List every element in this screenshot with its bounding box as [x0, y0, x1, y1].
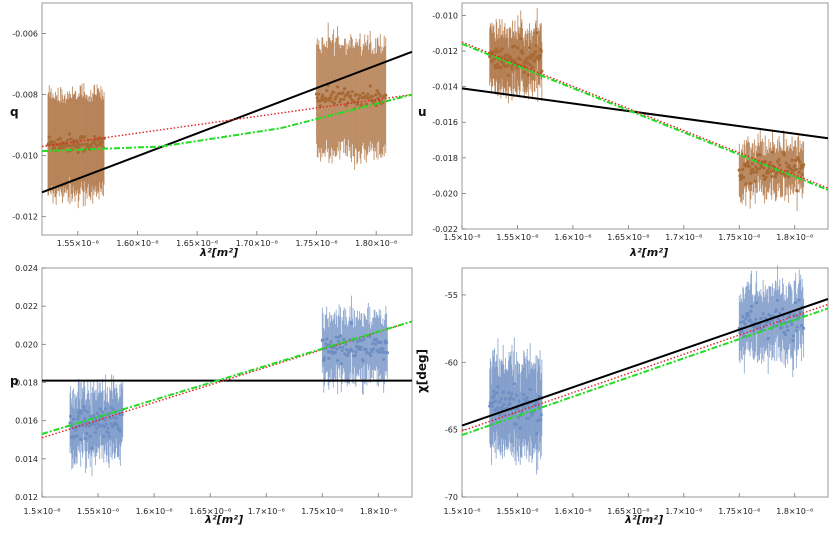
y-axis-label-chi: χ[deg] [415, 349, 429, 393]
red-fit-line [41, 320, 413, 439]
y-tick-label: -60 [445, 358, 458, 367]
x-tick-label: 1.5×10⁻⁶ [443, 233, 480, 242]
green-fit-line [461, 307, 829, 436]
x-axis-label-u: λ²[m²] [629, 246, 668, 259]
data-point [539, 413, 543, 417]
x-tick-label: 1.70×10⁻⁶ [236, 239, 278, 248]
y-tick-label: -55 [445, 291, 458, 300]
panel-q: 1.55×10⁻⁶ 1.60×10⁻⁶ 1.65×10⁻⁶ 1.70×10⁻⁶ 1.75… [10, 2, 413, 259]
green-fit-line [41, 320, 413, 435]
tick-group-u: 1.5×10⁻⁶ 1.55×10⁻⁶ 1.6×10⁻⁶ 1.65×10⁻⁶ 1.7×10… [432, 11, 813, 242]
fits-group-u [461, 41, 829, 191]
data-point [770, 174, 774, 179]
plot-frame-q [41, 2, 413, 236]
tick-group-q: 1.55×10⁻⁶ 1.60×10⁻⁶ 1.65×10⁻⁶ 1.70×10⁻⁶ 1.75… [12, 30, 397, 248]
data-point [384, 93, 388, 97]
y-axis-label-q: q [10, 105, 19, 119]
green-fit-line [461, 42, 829, 191]
data-point [795, 189, 799, 193]
x-tick-label: 1.7×10⁻⁶ [665, 507, 702, 516]
y-tick-label: -0.016 [432, 118, 458, 127]
data-point [794, 167, 798, 171]
y-tick-label: 0.022 [15, 302, 38, 311]
red-fit-line [41, 93, 413, 148]
tick-group-p: 1.5×10⁻⁶ 1.55×10⁻⁶ 1.6×10⁻⁶ 1.65×10⁻⁶ 1.7×10… [15, 264, 397, 516]
x-tick-label: 1.75×10⁻⁶ [718, 507, 760, 516]
x-tick-label: 1.5×10⁻⁶ [443, 507, 480, 516]
data-point [540, 69, 544, 73]
x-tick-label: 1.75×10⁻⁶ [718, 233, 760, 242]
data-point [802, 326, 806, 330]
x-tick-label: 1.65×10⁻⁶ [607, 507, 649, 516]
x-axis-label-chi: λ²[m²] [624, 513, 663, 526]
plot-frame-chi [461, 267, 829, 498]
x-tick-label: 1.8×10⁻⁶ [360, 507, 397, 516]
y-tick-label: -0.012 [432, 47, 458, 56]
y-tick-label: 0.014 [15, 455, 38, 464]
y-tick-label: -65 [445, 426, 458, 435]
panel-chi: 1.5×10⁻⁶ 1.55×10⁻⁶ 1.6×10⁻⁶ 1.65×10⁻⁶ 1.7×10… [415, 265, 829, 526]
y-tick-label: -0.010 [12, 152, 38, 161]
x-tick-label: 1.6×10⁻⁶ [136, 507, 173, 516]
y-tick-label: 0.024 [15, 264, 38, 273]
fits-group-q [41, 50, 413, 194]
x-tick-label: 1.80×10⁻⁶ [355, 239, 397, 248]
black-fit-line [461, 87, 829, 140]
y-tick-label: -70 [445, 493, 458, 502]
tick-group-chi: 1.5×10⁻⁶ 1.55×10⁻⁶ 1.6×10⁻⁶ 1.65×10⁻⁶ 1.7×10… [443, 291, 813, 516]
x-tick-label: 1.65×10⁻⁶ [607, 233, 649, 242]
data-point [385, 351, 389, 355]
y-axis-label-u: u [418, 105, 427, 119]
data-point [539, 49, 543, 53]
x-tick-label: 1.7×10⁻⁶ [665, 233, 702, 242]
x-tick-label: 1.65×10⁻⁶ [176, 239, 218, 248]
fits-group-p [41, 320, 413, 439]
y-tick-label: -0.006 [12, 30, 38, 39]
y-tick-label: 0.016 [15, 417, 38, 426]
points-group-q [46, 22, 388, 209]
y-tick-label: 0.020 [15, 340, 38, 349]
x-tick-label: 1.75×10⁻⁶ [301, 507, 343, 516]
y-tick-label: 0.018 [15, 379, 38, 388]
points-group-p [68, 295, 389, 477]
y-tick-label: -0.020 [432, 189, 458, 198]
y-tick-label: -0.014 [432, 83, 458, 92]
x-tick-label: 1.6×10⁻⁶ [554, 507, 591, 516]
black-fit-line [41, 50, 413, 194]
x-axis-label-p: λ²[m²] [204, 513, 243, 526]
panel-u: 1.5×10⁻⁶ 1.55×10⁻⁶ 1.6×10⁻⁶ 1.65×10⁻⁶ 1.7×10… [418, 2, 829, 259]
data-point [120, 413, 124, 417]
y-tick-label: -0.010 [432, 11, 458, 20]
y-tick-label: -0.012 [12, 213, 38, 222]
x-tick-label: 1.60×10⁻⁶ [116, 239, 158, 248]
red-fit-line [461, 303, 829, 432]
fits-group-chi [461, 298, 829, 436]
y-axis-label-p: p [10, 374, 19, 388]
red-fit-line [461, 41, 829, 189]
x-tick-label: 1.55×10⁻⁶ [496, 233, 538, 242]
y-tick-label: -0.018 [432, 154, 458, 163]
data-point [526, 73, 530, 77]
x-tick-label: 1.8×10⁻⁶ [776, 233, 813, 242]
x-tick-label: 1.5×10⁻⁶ [23, 507, 60, 516]
x-tick-label: 1.75×10⁻⁶ [295, 239, 337, 248]
y-tick-label: 0.012 [15, 493, 38, 502]
points-group-u [488, 8, 806, 212]
x-tick-label: 1.55×10⁻⁶ [496, 507, 538, 516]
black-fit-line [461, 298, 829, 427]
x-tick-label: 1.65×10⁻⁶ [189, 507, 231, 516]
x-tick-label: 1.8×10⁻⁶ [776, 507, 813, 516]
x-tick-label: 1.6×10⁻⁶ [554, 233, 591, 242]
x-tick-label: 1.7×10⁻⁶ [248, 507, 285, 516]
y-tick-label: -0.022 [432, 225, 458, 234]
points-group-chi [488, 265, 806, 475]
x-tick-label: 1.55×10⁻⁶ [57, 239, 99, 248]
plot-frame-u [461, 2, 829, 230]
y-tick-label: -0.008 [12, 91, 38, 100]
panel-p: 1.5×10⁻⁶ 1.55×10⁻⁶ 1.6×10⁻⁶ 1.65×10⁻⁶ 1.7×10… [10, 264, 413, 526]
data-point [802, 163, 806, 167]
x-tick-label: 1.55×10⁻⁶ [77, 507, 119, 516]
x-axis-label-q: λ²[m²] [199, 246, 238, 259]
